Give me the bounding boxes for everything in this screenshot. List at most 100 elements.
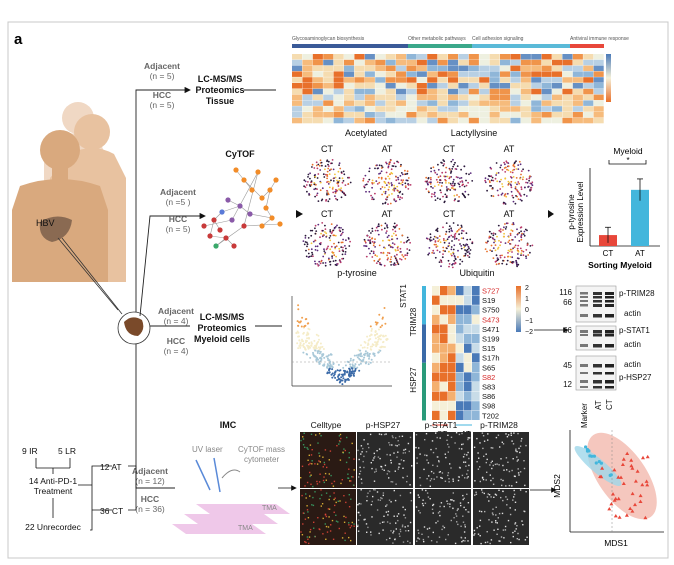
- tsne-point: [452, 165, 454, 168]
- tsne-point: [368, 190, 371, 193]
- imc-pixel: [490, 496, 492, 498]
- imc-pixel: [306, 447, 308, 449]
- imc-pixel: [401, 524, 404, 526]
- tsne-point: [334, 195, 336, 198]
- volcano-point: [384, 334, 387, 337]
- imc-pixel: [376, 450, 378, 452]
- imc-pixel: [350, 525, 353, 527]
- imc-pixel: [300, 477, 302, 479]
- imc-pixel: [497, 517, 499, 519]
- imc-tile: [357, 432, 413, 488]
- tsne-point: [518, 240, 521, 242]
- imc-pixel: [457, 523, 459, 526]
- heatmap-cell: [333, 112, 344, 118]
- imc-pixel: [310, 433, 313, 435]
- heatmap-cell: [437, 100, 448, 106]
- heatmap-cell: [437, 106, 448, 112]
- tsne-point: [442, 249, 445, 252]
- volcano-point: [370, 358, 373, 361]
- tsne-point: [443, 241, 446, 244]
- tsne-point: [429, 183, 432, 185]
- tsne-point: [328, 261, 331, 263]
- imc-pixel: [484, 541, 487, 544]
- imc-pixel: [455, 432, 458, 434]
- tsne-point: [339, 261, 342, 264]
- tsne-point: [327, 163, 329, 166]
- tsne-point: [365, 255, 368, 258]
- heatmap-cell: [479, 54, 490, 60]
- imc-pixel: [363, 466, 365, 469]
- tsne-point: [450, 248, 453, 251]
- mds-point-ct: [619, 475, 623, 479]
- imc-pixel: [408, 450, 410, 453]
- imc-pixel: [515, 528, 517, 530]
- cohort-at: 12 AT: [100, 462, 122, 472]
- imc-pixel: [508, 484, 511, 487]
- tsne-point: [341, 228, 344, 231]
- tsne-point: [450, 160, 453, 163]
- heatmap-cell: [333, 106, 344, 112]
- tsne-point: [396, 185, 399, 188]
- tsne-point: [504, 177, 507, 180]
- site-colorbar-tick: 0: [525, 307, 529, 314]
- volcano-point: [337, 374, 340, 377]
- tsne-point: [406, 254, 408, 257]
- imc-pixel: [459, 467, 461, 469]
- imc-pixel: [381, 497, 383, 500]
- volcano-point: [344, 378, 347, 381]
- imc-pixel: [390, 501, 392, 503]
- volcano-point: [369, 361, 372, 364]
- volcano-point: [379, 326, 382, 329]
- imc-pixel: [362, 447, 364, 450]
- tsne-point: [443, 201, 446, 204]
- cohort-diagram: 9 IR 5 LR 14 Anti-PD-1 Treatment 22 Unre…: [22, 446, 137, 532]
- tsne-point: [385, 232, 387, 234]
- imc-pixel: [424, 502, 427, 504]
- volcano-point: [323, 356, 326, 359]
- heatmap-cell: [541, 65, 552, 72]
- imc-pixel: [383, 521, 385, 523]
- imc-pixel: [492, 513, 494, 516]
- site-label-s82: S82: [482, 373, 495, 382]
- tsne-point: [509, 171, 512, 173]
- tsne-point: [378, 164, 381, 167]
- tsne-point: [324, 264, 327, 267]
- tsne-point: [394, 165, 397, 168]
- tree-edge: [221, 205, 241, 213]
- imc-pixel: [360, 478, 363, 480]
- volcano-point: [382, 340, 385, 343]
- sample-band-at: [593, 386, 602, 389]
- volcano-point: [367, 354, 369, 357]
- tsne-point: [335, 263, 338, 265]
- mds-point-ct: [630, 509, 635, 513]
- tsne-point: [377, 260, 379, 263]
- tsne-point: [340, 246, 343, 249]
- tsne-point: [499, 228, 502, 231]
- tsne-point: [504, 203, 507, 205]
- tsne-point: [505, 222, 508, 225]
- imc-pixel: [461, 541, 463, 543]
- tsne-point: [510, 229, 513, 232]
- heatmap-cell: [500, 65, 511, 72]
- heatmap-cell: [437, 88, 448, 95]
- imc-pixel: [321, 503, 324, 505]
- imc-pixel: [307, 511, 309, 513]
- tsne-point: [371, 240, 374, 243]
- imc-pixel: [478, 510, 481, 512]
- tsne-point: [454, 258, 457, 261]
- tree-edge: [265, 189, 271, 209]
- tsne-point: [337, 182, 339, 185]
- tsne-point: [451, 240, 453, 242]
- imc-pixel: [476, 527, 478, 529]
- volcano-point: [377, 338, 380, 341]
- volcano-point: [313, 339, 316, 342]
- sample-band-ct: [605, 296, 614, 299]
- tsne-point: [313, 183, 316, 186]
- imc-pixel: [517, 472, 520, 474]
- tsne-point: [391, 172, 394, 175]
- tsne-ct-3: CT: [321, 209, 333, 219]
- group-bar-stat1: [422, 286, 426, 325]
- volcano-point: [302, 351, 305, 354]
- volcano-point: [318, 360, 321, 363]
- heatmap-cell: [312, 88, 323, 95]
